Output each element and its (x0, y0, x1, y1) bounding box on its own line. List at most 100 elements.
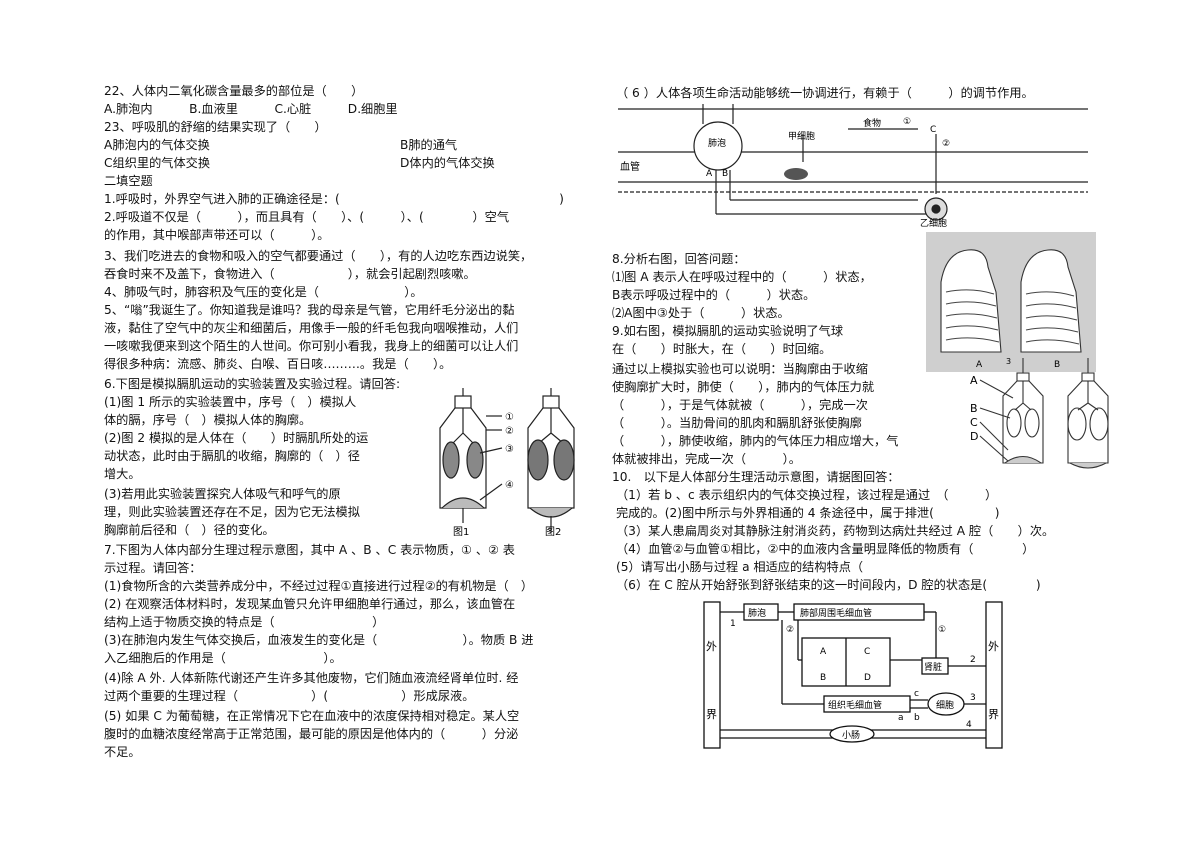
fig7-food: 食物 (863, 117, 881, 129)
right-text-line: 10. 以下是人体部分生理活动示意图，请据图回答： (612, 470, 900, 484)
left-text-line: 2.呼吸道不仅是（ ），而且具有（ ）、( ）、( ）空气 (104, 210, 510, 224)
circulation-diagram-figure: 外 界 外 界 肺泡 肺部周围毛细血管 肾脏 组织毛细血管 细胞 小肠 A B … (703, 601, 1003, 749)
left-text-line: 动状态，此时由于膈肌的收缩，胸廓的（ ）径 (104, 449, 360, 463)
right-text-line: （ ），于是气体就被（ ），完成一次 (612, 398, 868, 412)
right-text-line: （3）某人患扁周炎对其静脉注射消炎药，药物到达病灶共经过 A 腔（ ）次。 (616, 524, 1055, 538)
left-text-line: (4)除 A 外. 人体新陈代谢还产生许多其他废物，它们随血液流经肾单位时. 经 (104, 671, 519, 685)
fig9-b: B (970, 402, 978, 415)
right-text-line: ⑴图 A 表示人在呼吸过程中的（ ）状态， (612, 270, 872, 284)
balloon-jar-figure: A B C D (970, 358, 1109, 469)
fig10-A: A (820, 647, 827, 657)
fig8-b: B (1054, 360, 1060, 370)
fig9-a: A (970, 374, 978, 387)
process-diagram-figure: 肺泡 甲细胞 食物 ① C ② A B 血管 乙细胞 (618, 104, 1088, 229)
fig7-cell-b: 乙细胞 (920, 217, 947, 229)
left-text-line: 二填空题 (104, 174, 153, 188)
left-text-line: 体的膈，序号（ ）模拟人体的胸廓。 (104, 413, 312, 427)
right-text-line: （1）若 b 、c 表示组织内的气体交换过程，该过程是通过 （ ） (616, 488, 998, 502)
left-text-line: 5、“嗡”我诞生了。你知道我是谁吗？我的母亲是气管，它用纤毛分泌出的黏 (104, 303, 515, 317)
fig7-cell-a: 甲细胞 (788, 130, 815, 142)
fig10-outside-left: 外 (706, 640, 717, 653)
right-text-line: 通过以上模拟实验也可以说明：当胸廓由于收缩 (612, 362, 868, 376)
fig10-c2: ② (786, 625, 794, 635)
left-text-line: B肺的通气 (400, 138, 458, 152)
fig10-outside-right: 外 (988, 640, 999, 653)
right-text-line: 体就被排出，完成一次（ ）。 (612, 452, 801, 466)
fig10-n4: 4 (966, 720, 972, 730)
left-text-line: D体内的气体交换 (400, 156, 495, 170)
fig10-intestine: 小肠 (842, 730, 860, 741)
fig7-lung: 肺泡 (708, 137, 726, 149)
fig8-mark: 3 (1006, 357, 1011, 366)
right-text-line: （6）在 C 腔从开始舒张到舒张结束的这一时间段内，D 腔的状态是( ) (616, 578, 1041, 592)
right-text-line: ⑵A图中③处于（ ）状态。 (612, 306, 790, 320)
fig10-kidney: 肾脏 (924, 661, 942, 673)
fig7-a: A (706, 169, 713, 179)
jar-2 (527, 388, 575, 533)
left-text-line: 6.下图是模拟膈肌运动的实验装置及实验过程。请回答: (104, 377, 401, 391)
left-text-line: A肺泡内的气体交换 (104, 138, 210, 152)
fig6-caption-1: 图1 (453, 526, 469, 538)
right-text-line: （ ），肺使收缩，肺内的气体压力相应增大，气 (612, 434, 899, 448)
right-text-line: 完成的。(2)图中所示与外界相通的 4 条途径中，属于排泄( ) (616, 506, 1000, 520)
fig10-lung-cap: 肺部周围毛细血管 (800, 607, 872, 619)
fig10-n2: 2 (970, 655, 976, 665)
right-text-line: 使胸廓扩大时，肺使（ ），肺内的气体压力就 (612, 380, 875, 394)
left-text-line: (1)图 1 所示的实验装置中，序号（ ）模拟人 (104, 395, 357, 409)
jar-1 (439, 388, 503, 523)
left-text-line: 入乙细胞后的作用是（ ）。 (104, 651, 342, 665)
fig6-caption-2: 图2 (545, 526, 561, 538)
fig10-n1: 1 (730, 619, 736, 629)
left-text-line: 胸廓前后径和（ ）径的变化。 (104, 523, 275, 537)
fig10-D: D (864, 673, 871, 683)
left-text-line: 吞食时来不及盖下，食物进入（ ），就会引起剧烈咳嗽。 (104, 267, 476, 281)
left-text-line: 7.下图为人体内部分生理过程示意图，其中 A 、B 、C 表示物质，① 、② 表 (104, 543, 515, 557)
fig6-label-3: ③ (505, 444, 514, 455)
fig7-p1: ① (903, 117, 911, 127)
right-text-line: 8.分析右图，回答问题： (612, 252, 746, 266)
fig10-C: C (864, 647, 870, 657)
fig8-a: A (976, 360, 983, 370)
fig7-p2: ② (942, 139, 950, 149)
fig9-c: C (970, 416, 978, 429)
left-text-line: 得很多种病：流感、肺炎、白喉、百日咳………。我是（ ）。 (104, 357, 452, 371)
left-text-line: (2)图 2 模拟的是人体在（ ）时膈肌所处的运 (104, 431, 369, 445)
fig10-b: b (914, 713, 920, 723)
fig7-c: C (930, 125, 936, 135)
left-text-line: A.肺泡内 B.血液里 C.心脏 D.细胞里 (104, 102, 398, 116)
left-text-line: 23、呼吸肌的舒缩的结果实现了（ ） (104, 120, 327, 134)
left-text-line: 一咳嗽我便来到这个陌生的人世间。你可别小看我，我身上的细菌可以让人们 (104, 339, 519, 353)
fig6-label-4: ④ (505, 480, 514, 491)
left-text-line: 示过程。请回答： (104, 561, 202, 575)
left-text-line: C组织里的气体交换 (104, 156, 211, 170)
breathing-photo-figure: A B 3 (926, 232, 1096, 372)
left-text-line: 液，黏住了空气中的灰尘和细菌后，用像手一般的纤毛包我向咽喉推动，人们 (104, 321, 519, 335)
right-text-line: （4）血管②与血管①相比，②中的血液内含量明显降低的物质有（ ） (616, 542, 1035, 556)
left-text-line: (2) 在观察活体材料时，发现某血管只允许甲细胞单行通过，那么，该血管在 (104, 597, 516, 611)
right-text-line: 9.如右图，模拟膈肌的运动实验说明了气球 (612, 324, 844, 338)
left-text-line: (5) 如果 C 为葡萄糖，在正常情况下它在血液中的浓度保持相对稳定。某人空 (104, 709, 520, 723)
fig6-label-2: ② (505, 426, 514, 437)
fig10-B: B (820, 673, 826, 683)
left-text-line: 过两个重要的生理过程（ ）( ）形成尿液。 (104, 689, 475, 703)
fig6-label-1: ① (505, 412, 514, 423)
right-text-line: B表示呼吸过程中的（ ）状态。 (612, 288, 816, 302)
fig10-alveoli: 肺泡 (748, 607, 766, 619)
fig9-d: D (970, 430, 978, 443)
right-text-line: (5）请写出小肠与过程 a 相适应的结构特点（ (616, 560, 864, 574)
fig10-c: c (914, 689, 919, 699)
left-text-line: (3)在肺泡内发生气体交换后，血液发生的变化是（ ）。物质 B 进 (104, 633, 534, 647)
left-text-line: 的作用，其中喉部声带还可以（ ）。 (104, 228, 330, 242)
fig10-a: a (898, 713, 904, 723)
fig10-tissue-cap: 组织毛细血管 (828, 699, 882, 711)
left-text-line: 增大。 (104, 467, 141, 481)
right-text-line: （ 6 ）人体各项生命活动能够统一协调进行，有赖于（ ）的调节作用。 (616, 86, 1034, 100)
right-text-line: （ ）。当肋骨间的肌肉和膈肌舒张使胸廓 (612, 416, 862, 430)
left-text-line: 3、我们吃进去的食物和吸入的空气都要通过（ ），有的人边吃东西边说笑， (104, 249, 533, 263)
fig10-outside-left2: 界 (706, 708, 717, 721)
fig10-cell: 细胞 (936, 699, 954, 711)
right-text-line: 在（ ）时胀大，在（ ）时回缩。 (612, 342, 832, 356)
left-text-line: (1)食物所含的六类营养成分中，不经过过程①直接进行过程②的有机物是（ ） (104, 579, 534, 593)
diaphragm-model-figure: ① ② ③ ④ 图1 图2 (439, 388, 575, 538)
left-text-line: 腹时的血糖浓度经常高于正常范围，最可能的原因是他体内的（ ）分泌 (104, 727, 519, 741)
